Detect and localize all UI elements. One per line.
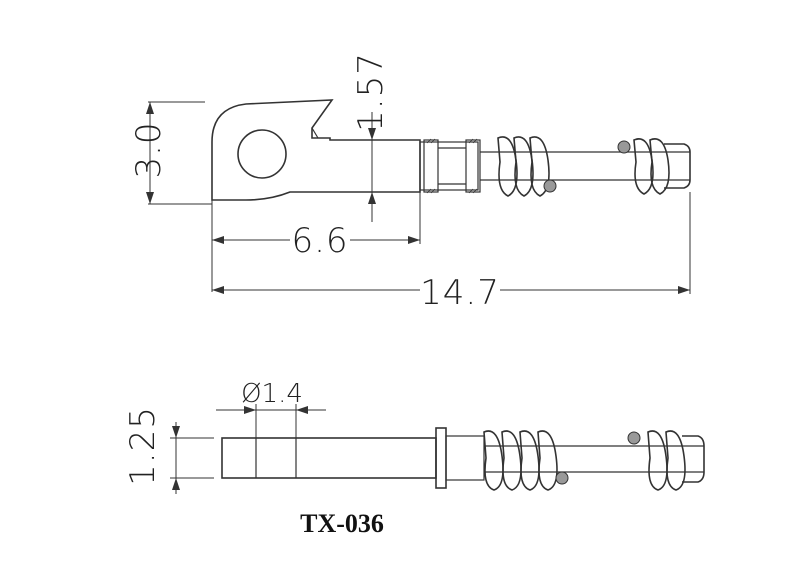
dim-total-length: 14.7	[212, 192, 691, 313]
pin-tip-side	[682, 435, 705, 483]
part-number: TX-036	[300, 509, 384, 538]
dim-diameter: Ø1.4	[216, 379, 326, 438]
dim-neck: 1.57	[351, 52, 391, 222]
blade-side	[221, 437, 437, 479]
collar	[435, 427, 447, 489]
spring-coils-top	[497, 136, 670, 197]
ring-hole	[237, 129, 287, 179]
ring-terminal-head	[211, 99, 421, 201]
dim-neck-label: 1.57	[351, 52, 391, 132]
dim-height-label: 3.0	[129, 121, 169, 178]
dim-total-length-label: 14.7	[420, 273, 500, 313]
dim-thickness-label: 1.25	[123, 406, 163, 486]
dim-height: 3.0	[129, 101, 212, 205]
crimp-barrel	[419, 141, 479, 191]
dim-head-length-label: 6.6	[291, 221, 348, 261]
dim-diameter-label: Ø1.4	[241, 379, 303, 409]
dim-thickness: 1.25	[123, 406, 214, 494]
barrel-hatching	[426, 138, 478, 194]
dim-head-length: 6.6	[211, 192, 421, 292]
top-view: 3.0 1.57 6.6 14.7	[129, 52, 691, 313]
spring-coils-side	[483, 430, 686, 491]
side-view: Ø1.4 1.25	[123, 379, 705, 494]
pin-tip	[664, 143, 691, 189]
